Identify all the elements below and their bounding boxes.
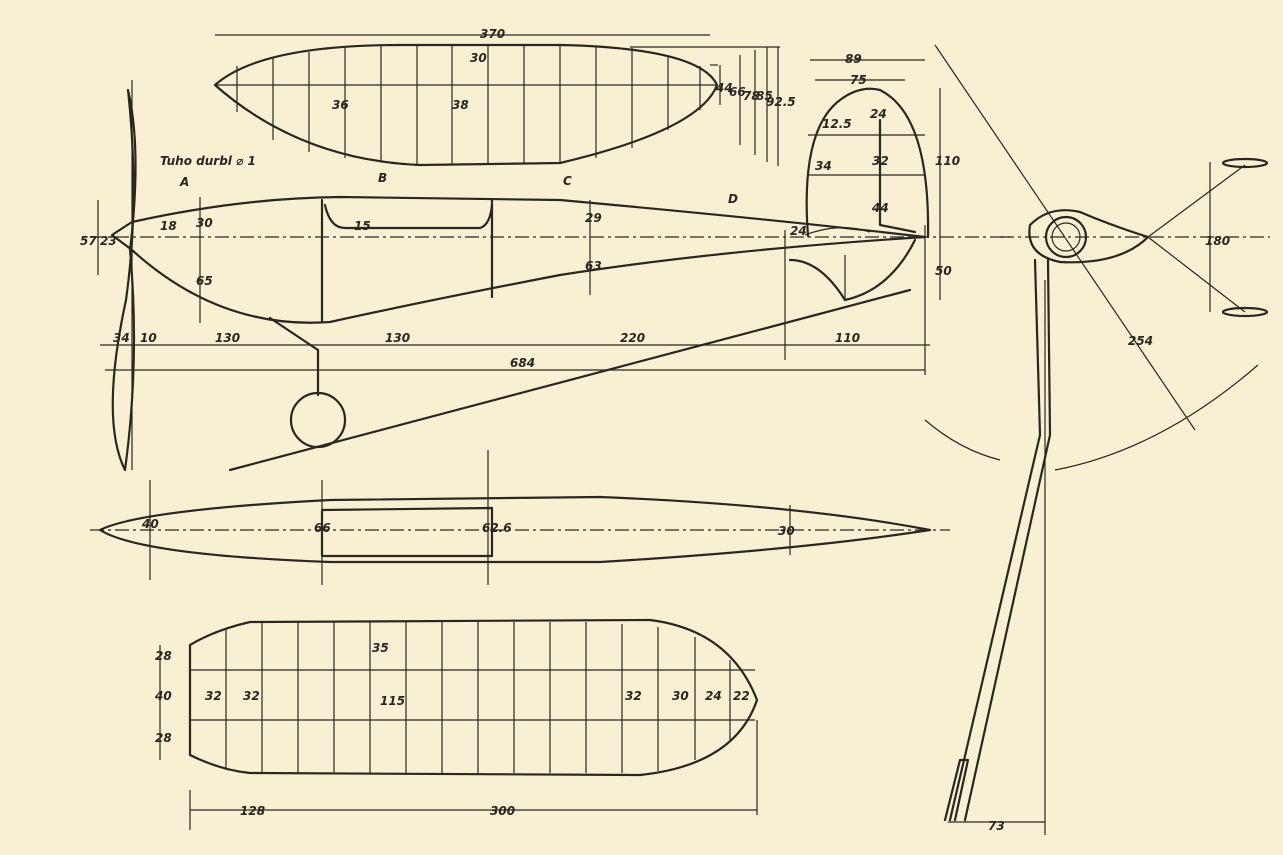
dim-label: 110 xyxy=(935,154,960,168)
dim-label: 28 xyxy=(155,731,172,745)
dim-label: 66 xyxy=(729,85,746,99)
dim-label: 130 xyxy=(215,331,240,345)
lower-wing-plan: 28 40 28 32 32 115 35 32 30 24 22 128 30… xyxy=(154,618,759,830)
dim-label: 30 xyxy=(470,51,487,65)
dim-label: 24 xyxy=(870,107,887,121)
tube-note: Tuho durbl ⌀ 1 xyxy=(160,154,256,168)
dim-label: 34 xyxy=(113,331,130,345)
dim-label: 30 xyxy=(672,689,689,703)
dim-label: 30 xyxy=(778,524,795,538)
dim-label: 44 xyxy=(871,201,889,215)
dim-label: 62.6 xyxy=(482,521,512,535)
dim-label: 65 xyxy=(196,274,213,288)
dim-label: 12.5 xyxy=(822,117,852,131)
dim-label: 36 xyxy=(332,98,349,112)
gear-track-label: 73 xyxy=(988,819,1005,833)
upper-wing-plan: 370 30 36 38 44 66 78 85 92.5 xyxy=(213,27,796,167)
dim-label: 130 xyxy=(385,331,410,345)
dim-label: 66 xyxy=(314,521,331,535)
dim-label: 63 xyxy=(585,259,602,273)
dim-label: 78 xyxy=(743,89,760,103)
fuselage-top-view: 40 66 62.6 30 xyxy=(90,450,950,585)
dim-label: 44 xyxy=(715,81,733,95)
dim-label: 110 xyxy=(835,331,860,345)
dim-label: 40 xyxy=(154,689,172,703)
dim-label: 300 xyxy=(490,804,515,818)
dim-label: 220 xyxy=(620,331,645,345)
dim-label: 15 xyxy=(354,219,371,233)
section-marker-a: A xyxy=(179,175,189,189)
dim-label: 50 xyxy=(935,264,952,278)
chord-label: 115 xyxy=(380,694,405,708)
dim-label: 29 xyxy=(585,211,602,225)
dim-label: 34 xyxy=(815,159,832,173)
dim-label: 35 xyxy=(372,641,389,655)
dim-label: 32 xyxy=(625,689,642,703)
dim-label: 32 xyxy=(872,154,889,168)
dim-label: 22 xyxy=(733,689,750,703)
radius-label: 254 xyxy=(1128,334,1153,348)
fuselage-side-view: Tuho durbl ⌀ 1 A B C D 30 18 15 65 29 63… xyxy=(80,52,1010,472)
section-marker-b: B xyxy=(378,171,387,185)
section-marker-c: C xyxy=(563,174,572,188)
dim-label: 75 xyxy=(850,73,867,87)
dim-label: 38 xyxy=(452,98,469,112)
prop-diameter-label: 180 xyxy=(1205,234,1230,248)
dim-label: 85 xyxy=(756,89,773,103)
dim-label: 30 xyxy=(196,216,213,230)
front-view: 180 254 73 xyxy=(924,44,1270,835)
dim-label: 40 xyxy=(141,517,159,531)
wing-span-label: 370 xyxy=(480,27,505,41)
dim-label: 24 xyxy=(790,224,807,238)
dim-label: 23 xyxy=(100,234,117,248)
dim-label: 10 xyxy=(140,331,157,345)
dim-label: 28 xyxy=(155,649,172,663)
dim-label: 92.5 xyxy=(766,95,796,109)
section-marker-d: D xyxy=(728,192,738,206)
dim-label: 128 xyxy=(240,804,265,818)
dim-label: 24 xyxy=(705,689,722,703)
dim-label: 89 xyxy=(845,52,862,66)
dim-label: 32 xyxy=(243,689,260,703)
dim-label: 18 xyxy=(160,219,177,233)
dim-label: 57 xyxy=(80,234,97,248)
dim-label: 32 xyxy=(205,689,222,703)
total-length-label: 684 xyxy=(510,356,535,370)
